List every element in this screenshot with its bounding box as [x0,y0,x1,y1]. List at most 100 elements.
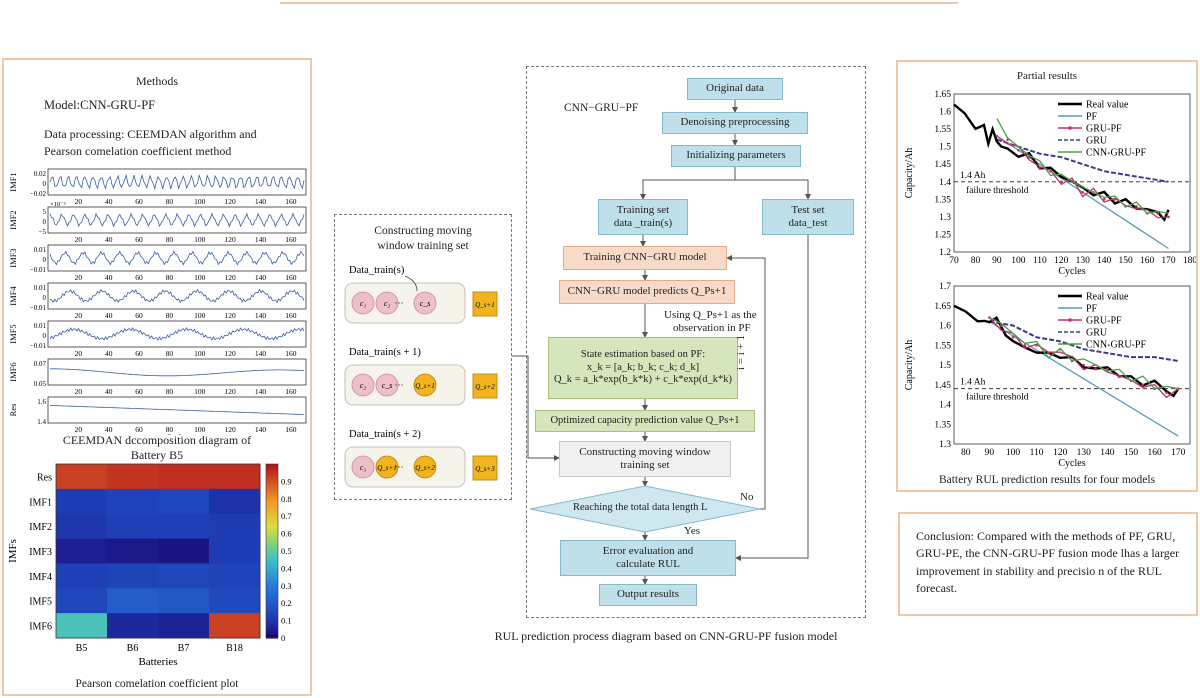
chart2-xlabel: Cycles [1058,458,1085,469]
imf-tick-3-0: 0.01 [34,284,47,292]
window-output-label-0: Q_s+1 [475,301,495,309]
imf-xtick-3-7: 160 [285,311,297,320]
imf-xtick-1-5: 120 [224,235,236,244]
colorbar-seg-2 [266,469,278,474]
heat-cell-3-3 [209,538,261,564]
imf-xtick-6-5: 120 [224,425,236,434]
heat-cell-6-3 [209,613,261,639]
imf-tick-6-0: 1.6 [37,398,46,406]
heat-col-label-0: B5 [76,643,88,654]
test-set-line2: data_test [788,217,828,229]
imf-tick-0-1: 0 [43,180,47,188]
constructing-line1: Constructing moving window [579,445,711,458]
top-divider [280,0,958,4]
imf-xtick-3-4: 100 [194,311,206,320]
chart2-ytick-5: 1.55 [934,341,951,351]
heat-cell-3-2 [158,538,210,564]
chart1-grupf-marker-15 [1156,212,1160,215]
imf-xtick-1-2: 60 [135,235,143,244]
error-line1: Error evaluation and [602,544,694,557]
imf-xtick-5-7: 160 [285,387,297,396]
heat-cell-4-2 [158,563,210,589]
heat-cell-5-2 [158,588,210,614]
colorbar-seg-33 [266,559,278,564]
colorbar-seg-26 [266,539,278,543]
imf-label-4: IMF5 [8,324,18,343]
window-circle-0-2 [413,291,437,315]
imf-xtick-3-1: 40 [105,311,113,320]
imf-xtick-5-5: 120 [224,387,236,396]
predicts-text: CNN−GRU model predicts Q_Ps+1 [567,285,727,298]
colorbar-seg-39 [266,577,278,581]
imf-xtick-2-3: 80 [166,273,174,282]
chart2-grupf-marker-2 [1011,336,1015,339]
colorbar-seg-23 [266,530,278,535]
chart1-xtick-10: 170 [1161,256,1176,266]
colorbar-seg-55 [266,623,278,627]
colorbar-seg-1 [266,466,278,471]
chart2-grupf-marker-3 [1023,343,1027,347]
predicts-box: CNN−GRU model predicts Q_Ps+1 [559,280,735,304]
chart2-xtick-9: 170 [1171,448,1186,458]
original-data-box: Original data [687,78,783,100]
window-circle-2-0 [351,455,375,479]
imf-tick-0-0: 0.02 [34,170,47,178]
imf-xtick-1-1: 40 [105,235,113,244]
methods-heading: Methods [136,74,178,88]
imf-label-0: IMF1 [8,172,18,191]
chart2-legend-marker-2 [1068,318,1072,322]
colorbar-seg-13 [266,501,278,506]
colorbar-seg-40 [266,580,278,584]
colorbar-tick-6: 0.3 [281,581,292,591]
imf-xtick-6-7: 160 [285,425,297,434]
colorbar-seg-0 [266,464,278,468]
chart2-legend-label-0: Real value [1086,292,1129,303]
chart1-xtick-9: 160 [1140,256,1155,266]
imf-xtick-4-0: 20 [75,349,83,358]
imf-xtick-5-0: 20 [75,387,83,396]
chart1-legend-label-0: Real value [1086,100,1129,111]
imf-xtick-0-0: 20 [75,197,83,206]
colorbar-seg-41 [266,582,278,587]
flow-arrows [512,100,811,585]
imf-xtick-3-2: 60 [135,311,143,320]
chart1-ytick-9: 1.65 [934,90,951,100]
window-circle-label-0-0: c₁ [360,299,367,308]
window-title-line1: Constructing moving [374,225,472,237]
colorbar-seg-54 [266,620,278,625]
chart1-frame [953,93,1191,253]
optimized-text: Optimized capacity prediction value Q_Ps… [550,414,740,426]
colorbar-seg-58 [266,632,278,636]
chart1-xtick-3: 100 [1011,256,1026,266]
colorbar-tick-7: 0.2 [281,598,292,608]
error-box: Error evaluation and calculate RUL [560,540,736,576]
chart1-xtick-11: 180 [1183,256,1196,266]
colorbar-seg-52 [266,614,278,619]
imf-xtick-0-3: 80 [166,197,174,206]
imf-xtick-3-5: 120 [224,311,236,320]
heat-col-label-1: B6 [127,643,139,654]
imf-label-6: Res [8,404,18,417]
colorbar-seg-29 [266,548,278,552]
window-group-frame-0 [344,282,466,324]
colorbar-seg-50 [266,609,278,613]
heat-row-label-5: IMF5 [29,597,52,608]
imf-tick-4-0: 0.01 [34,322,47,330]
window-group-label-2: Data_train(s + 2) [349,429,421,440]
using-line2: observation in PF [673,322,751,334]
chart2-grupf-marker-4 [1035,343,1038,347]
window-circle-label-1-1: c_s [382,381,393,390]
imf-xtick-1-7: 160 [285,235,297,244]
colorbar-seg-19 [266,519,278,523]
imf-xtick-0-1: 40 [105,197,113,206]
arrow-init-train [640,167,736,200]
imf-xtick-0-6: 140 [255,197,267,206]
heat-row-label-2: IMF2 [29,522,52,533]
chart2-series-3 [989,320,1179,362]
conclusion-text: Conclusion: Compared with the methods of… [916,529,1180,596]
state-line1: State estimation based on PF: [580,349,706,361]
test-set-box: Test set data_test [762,199,854,235]
colorbar-tick-8: 0.1 [281,616,292,626]
chart1-ytick-1: 1.25 [934,230,951,240]
chart1-legend-label-4: CNN-GRU-PF [1086,148,1146,159]
